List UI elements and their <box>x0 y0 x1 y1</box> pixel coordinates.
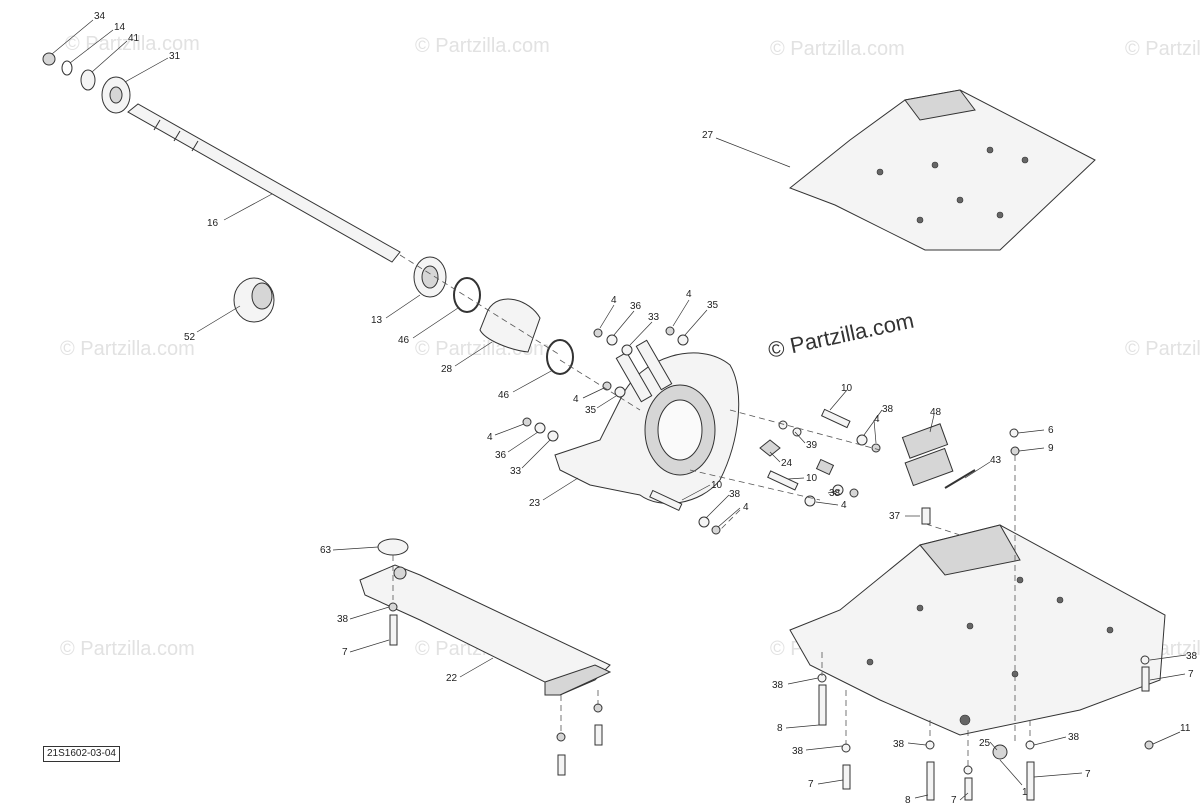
callout: 24 <box>781 458 793 469</box>
pin-43 <box>944 469 976 489</box>
callout: 28 <box>441 364 453 375</box>
callout: 8 <box>777 723 783 734</box>
ring-14 <box>61 60 73 76</box>
watermark: © Partzilla.com <box>415 35 550 57</box>
callout: 63 <box>320 545 332 556</box>
damper-48 <box>901 423 954 487</box>
callout: 38 <box>829 488 841 499</box>
callout: 1 <box>1022 787 1028 798</box>
center-lines <box>392 254 1031 768</box>
plate-24 <box>759 439 781 457</box>
watermark: © Partzilla.com <box>60 638 195 660</box>
callout: 4 <box>573 394 579 405</box>
callout: 43 <box>990 455 1002 466</box>
callout: 10 <box>841 383 853 394</box>
cap-63 <box>377 538 409 556</box>
callout: 8 <box>905 795 911 806</box>
callout: 10 <box>711 480 723 491</box>
stud-10 <box>649 489 683 512</box>
boot-28 <box>479 298 541 353</box>
callout: 27 <box>702 130 714 141</box>
callout: 16 <box>207 218 219 229</box>
callout: 22 <box>446 673 458 684</box>
callout: 38 <box>729 489 741 500</box>
callout: 38 <box>893 739 905 750</box>
drive-shaft-assembly <box>42 52 574 375</box>
diagram-reference-code: 21S1602-03-04 <box>43 746 120 762</box>
callout: 46 <box>498 390 510 401</box>
callout: 6 <box>1048 425 1054 436</box>
callout: 4 <box>874 414 880 425</box>
callout: 4 <box>841 500 847 511</box>
callout: 7 <box>342 647 348 658</box>
callout: 9 <box>1048 443 1054 454</box>
pin-37 <box>921 507 931 525</box>
watermark: © Partzilla.com <box>1125 38 1200 60</box>
grommet-25 <box>992 744 1008 760</box>
callout: 4 <box>743 502 749 513</box>
upper-support-plate-27 <box>789 89 1096 251</box>
callout: 35 <box>585 405 597 416</box>
callout: 7 <box>1188 669 1194 680</box>
callout: 10 <box>806 473 818 484</box>
callout: 7 <box>951 795 957 806</box>
callout: 36 <box>495 450 507 461</box>
callout: 38 <box>882 404 894 415</box>
callout: 23 <box>529 498 541 509</box>
callout: 36 <box>630 301 642 312</box>
clamp-46 <box>546 339 574 375</box>
watermark: © Partzilla.com <box>1125 338 1200 360</box>
callout: 31 <box>169 51 181 62</box>
pump-housing-23 <box>554 339 781 504</box>
callout: 39 <box>806 440 818 451</box>
ride-plate <box>789 524 1166 801</box>
callout: 7 <box>1085 769 1091 780</box>
callout: 38 <box>792 746 804 757</box>
callout: 38 <box>337 614 349 625</box>
lower-support-22 <box>359 538 612 776</box>
callout: 13 <box>371 315 383 326</box>
callout-labels: 34 14 41 31 16 27 52 13 46 28 46 4 36 33… <box>94 11 1198 806</box>
watermark: © Partzilla.com <box>60 338 195 360</box>
callout: 48 <box>930 407 942 418</box>
callout: 4 <box>487 432 493 443</box>
callout: 14 <box>114 22 126 33</box>
nut-34 <box>42 52 56 66</box>
callout: 37 <box>889 511 901 522</box>
callout: 25 <box>979 738 991 749</box>
watermark: © Partzilla.com <box>65 33 200 55</box>
callout: 4 <box>611 295 617 306</box>
callout: 41 <box>128 33 140 44</box>
callout: 11 <box>1180 723 1191 734</box>
callout: 33 <box>648 312 660 323</box>
partzilla-watermark: © Partzilla.com <box>766 308 916 363</box>
callout: 34 <box>94 11 106 22</box>
callout: 7 <box>808 779 814 790</box>
callout: 38 <box>772 680 784 691</box>
callout: 38 <box>1068 732 1080 743</box>
drive-shaft-16 <box>127 103 401 263</box>
leader-lines <box>51 19 1187 801</box>
clamp-46 <box>453 277 481 313</box>
stud-10 <box>820 408 851 429</box>
stud-10 <box>767 470 799 491</box>
callout: 38 <box>1186 651 1198 662</box>
watermark: © Partzilla.com <box>770 38 905 60</box>
callout: 52 <box>184 332 196 343</box>
washer-41 <box>80 69 96 91</box>
callout: 4 <box>686 289 692 300</box>
callout: 35 <box>707 300 719 311</box>
callout: 46 <box>398 335 410 346</box>
callout: 33 <box>510 466 522 477</box>
